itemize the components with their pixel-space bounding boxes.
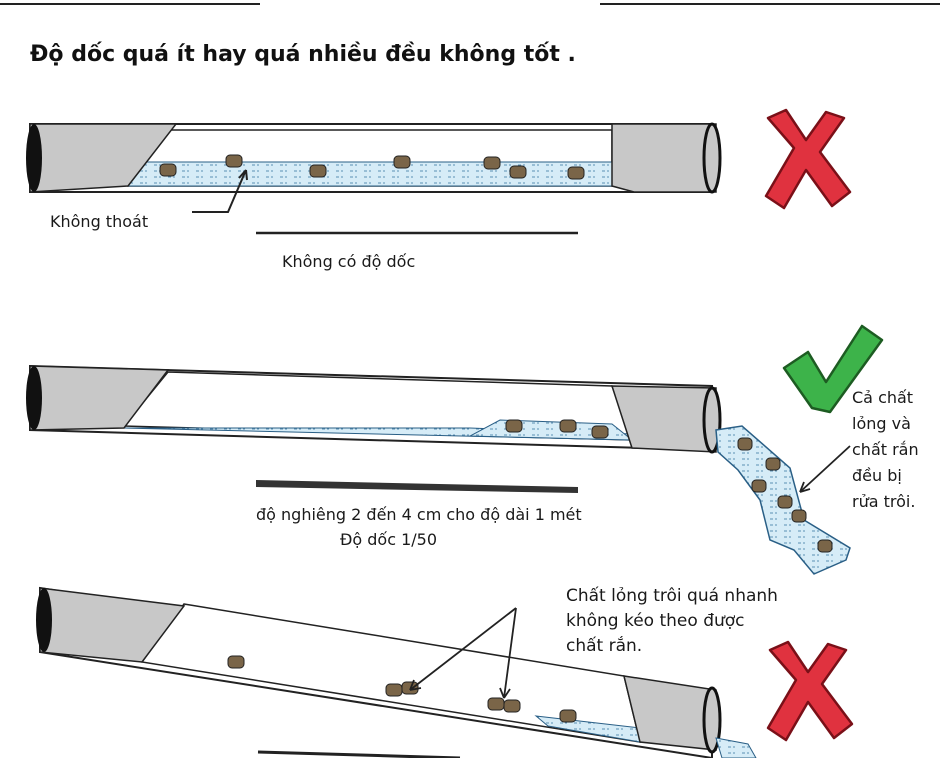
callout-arrow-fast-right: [503, 607, 517, 699]
label-slope-range: độ nghiêng 2 đến 4 cm cho độ dài 1 mét: [256, 505, 582, 524]
slope-bar: [256, 480, 578, 493]
note-washed-line5: rửa trôi.: [852, 492, 916, 511]
bottom-slope-bar: [257, 750, 461, 758]
solids-flat: [159, 154, 585, 180]
label-slope-ratio: Độ dốc 1/50: [340, 530, 438, 549]
solids-steep: [227, 655, 577, 723]
label-no-slope: Không có độ dốc: [282, 252, 416, 271]
cross-icon: [766, 640, 854, 742]
note-washed-line2: lỏng và: [852, 414, 911, 433]
outflow-stream: [715, 425, 851, 575]
note-washed-line3: chất rắn: [852, 440, 919, 459]
callout-fast-line2: không kéo theo được: [566, 611, 745, 631]
callout-arrow-fast-left: [409, 607, 517, 691]
check-icon: [782, 324, 884, 414]
note-washed-line1: Cả chất: [852, 388, 914, 407]
note-washed-line4: đều bị: [852, 466, 902, 485]
callout-no-drain: Không thoát: [50, 212, 149, 231]
callout-arrow-washed: [799, 445, 851, 493]
callout-arrow-no-drain: [192, 169, 247, 213]
pipe-flat: [26, 122, 722, 194]
cross-icon: [764, 108, 852, 210]
solids-correct: [505, 419, 609, 439]
pipe-correct-slope: [26, 364, 722, 454]
callout-fast-line3: chất rắn.: [566, 636, 643, 656]
callout-fast-line1: Chất lỏng trôi quá nhanh: [566, 586, 778, 606]
page-title: Độ dốc quá ít hay quá nhiều đều không tố…: [30, 42, 576, 67]
